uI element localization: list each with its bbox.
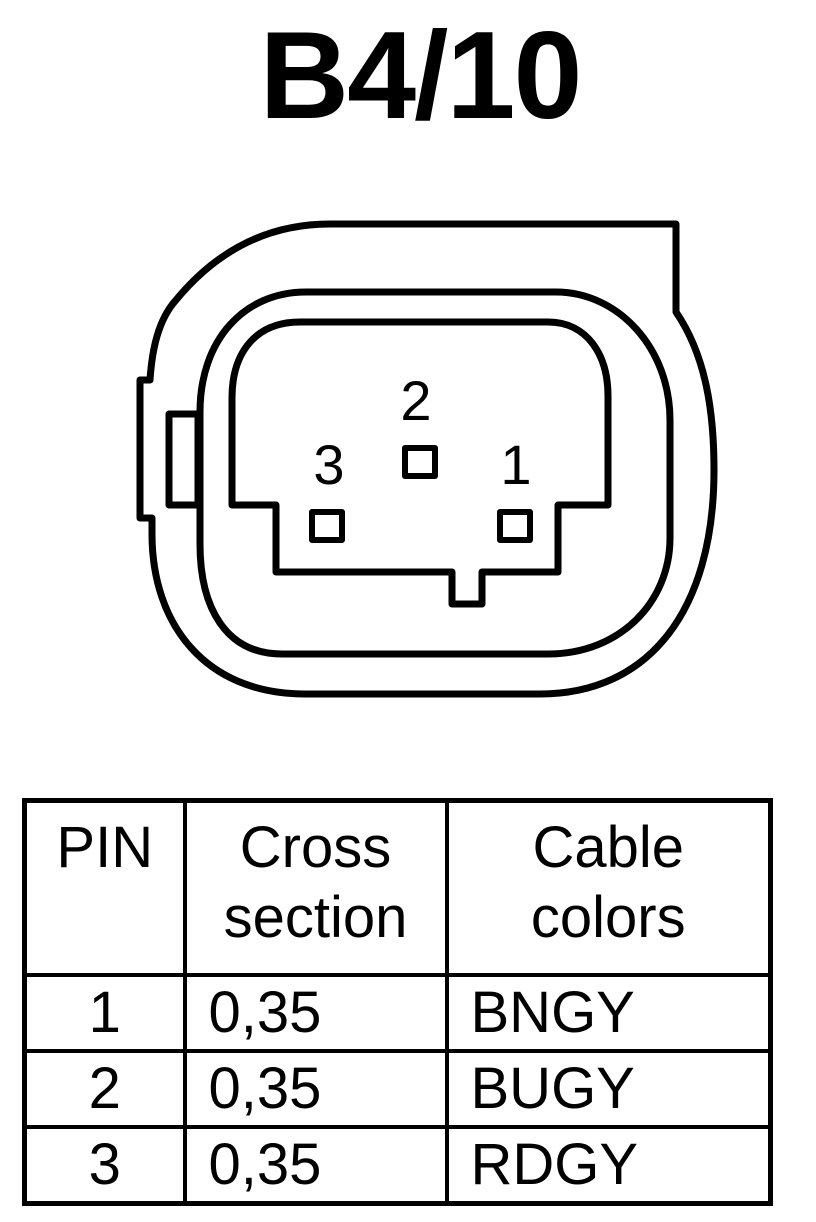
pin-1-label: 1 [500, 433, 531, 496]
pin-2-terminal [402, 445, 438, 479]
row-pin-number: 3 [22, 1125, 187, 1206]
pin-1-terminal [497, 509, 533, 543]
connector-latch-tab [165, 410, 202, 509]
row-cable-color: BUGY [444, 1049, 773, 1129]
row-cross-section: 0,35 [182, 1125, 449, 1206]
connector-face-diagram: 1 2 3 [136, 220, 718, 698]
header-cross-line2: section [223, 885, 408, 950]
header-color-line1: Cable [532, 815, 685, 880]
row-cross-section: 0,35 [182, 973, 449, 1053]
connector-outer-housing [136, 220, 718, 698]
connector-pin-cavity [228, 318, 612, 608]
header-cross-line1: Cross [239, 815, 392, 880]
table-row: 1 0,35 BNGY [22, 973, 773, 1053]
row-cross-section: 0,35 [182, 1049, 449, 1129]
header-cable-colors: Cable colors [444, 798, 773, 977]
header-cross-section: Cross section [182, 798, 449, 977]
pin-assignment-table: PIN Cross section Cable colors 1 0,35 BN… [22, 798, 773, 1206]
table-row: 2 0,35 BUGY [22, 1049, 773, 1129]
header-pin: PIN [22, 798, 187, 977]
pin-3-terminal [309, 509, 345, 543]
row-cable-color: RDGY [444, 1125, 773, 1206]
row-cable-color: BNGY [444, 973, 773, 1053]
pin-3-label: 3 [313, 433, 344, 496]
connector-title: B4/10 [259, 7, 583, 145]
row-pin-number: 1 [22, 973, 187, 1053]
row-pin-number: 2 [22, 1049, 187, 1129]
table-header-row: PIN Cross section Cable colors [22, 798, 773, 977]
header-pin-text: PIN [56, 815, 154, 880]
table-row: 3 0,35 RDGY [22, 1125, 773, 1206]
connector-inner-wall [196, 288, 674, 658]
pin-2-label: 2 [400, 369, 431, 432]
header-color-line2: colors [530, 885, 686, 950]
